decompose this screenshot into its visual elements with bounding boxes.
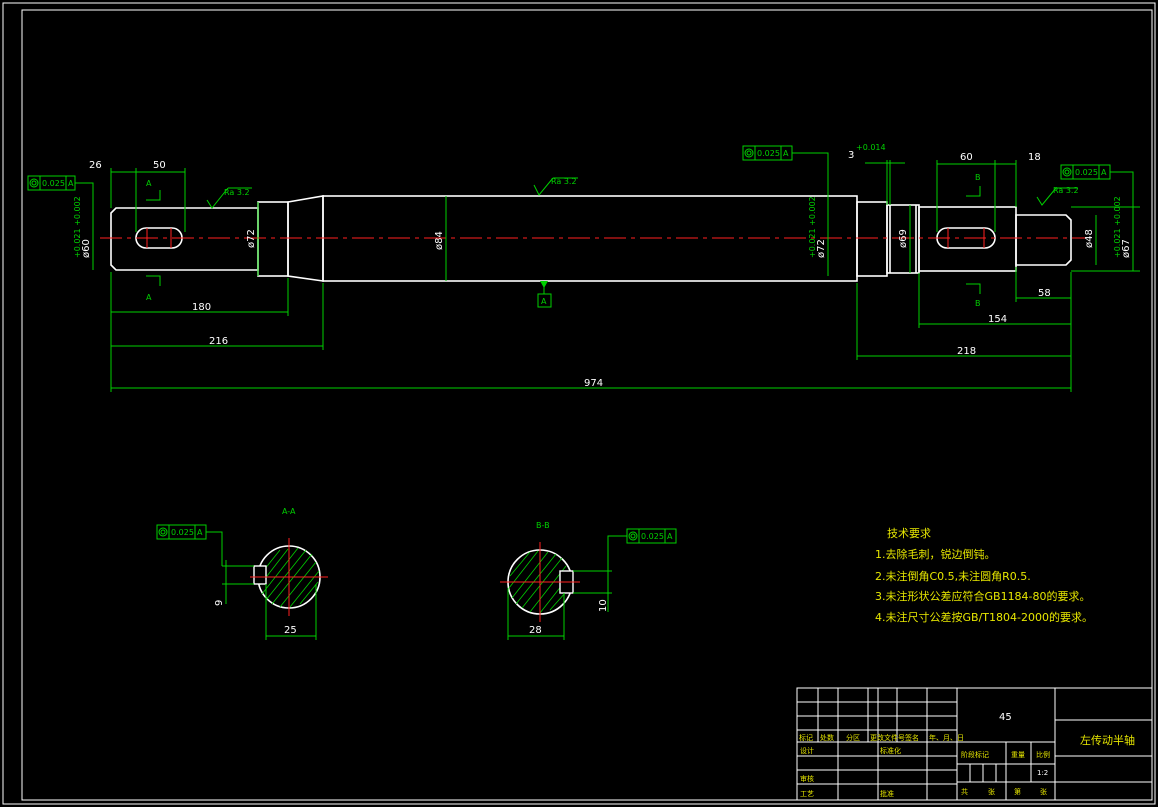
dimension-lines [75, 152, 1140, 392]
tolerance-frame-right: 0.025 A [1060, 164, 1111, 180]
svg-text:A: A [783, 149, 789, 158]
dim-d69: ø69 [898, 229, 909, 248]
dim-154: 154 [988, 314, 1007, 325]
svg-text:A: A [197, 528, 203, 537]
svg-text:0.025: 0.025 [641, 532, 664, 541]
tech-req-item-1: 1.去除毛刺，锐边倒钝。 [875, 547, 996, 561]
roughness-middle: Ra 3.2 [551, 177, 577, 186]
tech-req-item-4: 4.未注尺寸公差按GB/T1804-2000的要求。 [875, 610, 1093, 624]
dim-216: 216 [209, 336, 228, 347]
tb-header-mark: 标记 [799, 733, 813, 742]
tech-req-title: 技术要求 [887, 527, 931, 540]
tb-sheet-unit: 张 [988, 787, 995, 796]
section-marker-a-top: A [146, 179, 152, 188]
section-title-b: B-B [536, 521, 550, 530]
tech-req-item-2: 2.未注倒角C0.5,未注圆角R0.5. [875, 569, 1031, 583]
tb-sheet-no: 第 [1014, 787, 1021, 796]
dim-58: 58 [1038, 288, 1051, 299]
dim-974: 974 [584, 378, 603, 389]
dim-218: 218 [957, 346, 976, 357]
shaft-main-view [100, 195, 1085, 282]
section-marker-b-top: B [975, 173, 981, 182]
section-marker-a-bottom: A [146, 293, 152, 302]
dim-section-b-depth: 10 [598, 599, 609, 612]
tb-design: 设计 [800, 746, 814, 755]
tolerance-frame-left: 0.025 A [27, 175, 76, 191]
svg-text:A: A [1101, 168, 1107, 177]
section-title-a: A-A [282, 507, 296, 516]
dim-d72-left: ø72 [246, 229, 257, 248]
tb-header-sign: 签名 [905, 733, 919, 742]
dim-section-a-depth: 9 [214, 600, 225, 606]
section-marker-b-bottom: B [975, 299, 981, 308]
tb-header-docno: 更改文件号 [870, 733, 905, 742]
section-view-b: B-B 28 10 0.025 A [500, 521, 677, 640]
dim-3-tol: +0.014 [856, 143, 886, 152]
tb-material: 45 [999, 712, 1012, 723]
dim-d84: ø84 [434, 231, 445, 250]
dim-d48: ø48 [1084, 229, 1095, 248]
datum-label: A [541, 297, 547, 306]
dim-d60-tol: +0.021 +0.002 [73, 196, 82, 258]
tb-process: 工艺 [800, 790, 814, 798]
dim-d72-right-tol: +0.021 +0.002 [808, 196, 817, 258]
svg-text:A: A [667, 532, 673, 541]
dim-section-a-width: 25 [284, 625, 297, 636]
tb-sheet-unit2: 张 [1040, 787, 1047, 796]
technical-requirements: 技术要求 1.去除毛刺，锐边倒钝。 2.未注倒角C0.5,未注圆角R0.5. 3… [875, 527, 1093, 624]
svg-text:0.025: 0.025 [42, 179, 65, 188]
dim-26: 26 [89, 160, 102, 171]
tb-stage-mark: 阶段标记 [961, 750, 989, 759]
dim-d72-right: ø72 [816, 239, 827, 258]
tb-scale-label: 比例 [1036, 750, 1050, 759]
tolerance-frame-mid: 0.025 A [742, 145, 793, 161]
dim-60: 60 [960, 152, 973, 163]
tb-part-name: 左传动半轴 [1080, 733, 1135, 747]
shaft-segment-d72-left [257, 201, 289, 277]
tb-header-date: 年、月、日 [929, 733, 964, 742]
shaft-segment-d72-right [856, 201, 888, 277]
dim-180: 180 [192, 302, 211, 313]
dim-18: 18 [1028, 152, 1041, 163]
dim-50: 50 [153, 160, 166, 171]
svg-text:0.025: 0.025 [1075, 168, 1098, 177]
dim-d67-tol: +0.021 +0.002 [1113, 196, 1122, 258]
tb-approve: 批准 [880, 789, 894, 798]
tb-header-count: 处数 [820, 733, 834, 742]
shaft-segment-d67 [918, 206, 1017, 272]
tb-weight: 重量 [1011, 751, 1025, 759]
tb-standard: 标准化 [880, 746, 901, 755]
svg-text:0.025: 0.025 [171, 528, 194, 537]
dimension-labels: 26 50 180 216 974 60 18 58 154 218 3 +0.… [73, 143, 1132, 389]
title-block: 标记 处数 分区 更改文件号 签名 年、月、日 设计 标准化 审核 工艺 批准 … [796, 687, 1153, 801]
dim-d67: ø67 [1121, 239, 1132, 258]
tb-header-zone: 分区 [846, 733, 860, 742]
section-view-a: A-A 25 9 0.025 A [156, 507, 328, 640]
dim-3: 3 [848, 150, 854, 161]
dim-d60: ø60 [81, 239, 92, 258]
tech-req-item-3: 3.未注形状公差应符合GB1184-80的要求。 [875, 589, 1091, 603]
inner-frame [21, 9, 1153, 801]
dim-section-b-width: 28 [529, 625, 542, 636]
svg-text:0.025: 0.025 [757, 149, 780, 158]
shaft-segment-d48 [1015, 214, 1072, 266]
section-a-hatch [259, 547, 320, 608]
tb-review: 审核 [800, 774, 814, 783]
roughness-right: Ra 3.2 [1053, 186, 1079, 195]
roughness-left: Ra 3.2 [224, 188, 250, 197]
tb-sheet-total: 共 [961, 787, 968, 796]
svg-text:A: A [68, 179, 74, 188]
tb-scale: 1:2 [1037, 769, 1048, 777]
